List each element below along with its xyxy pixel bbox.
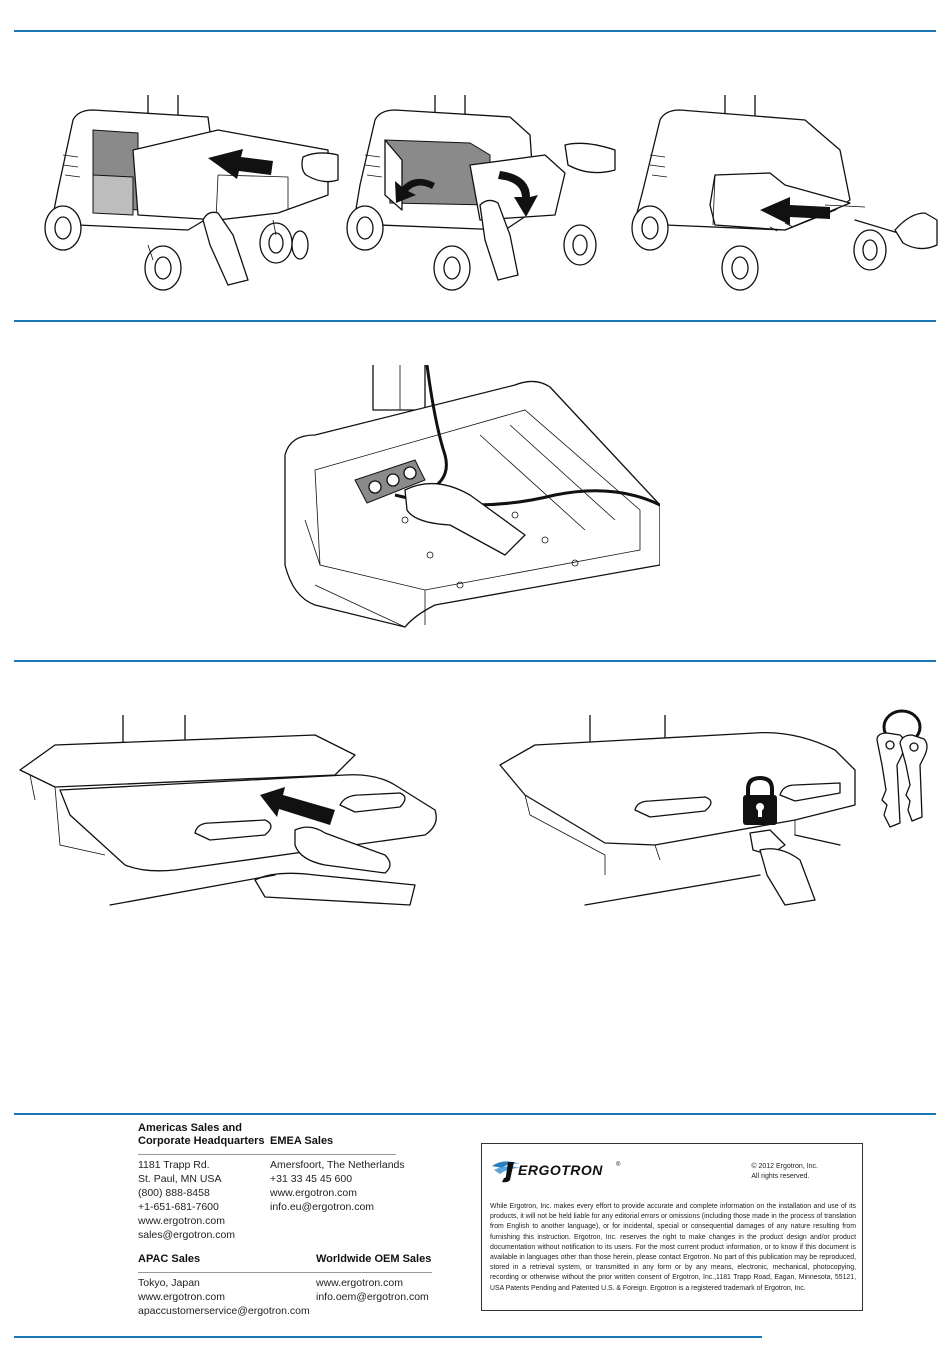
illustration-step1-insert-screws	[625, 95, 940, 300]
copyright: © 2012 Ergotron, Inc. All rights reserve…	[751, 1162, 818, 1182]
contact-divider-top	[138, 1154, 396, 1155]
oem-line: info.oem@ergotron.com	[316, 1291, 429, 1303]
illustration-step2-power-strip	[275, 365, 660, 640]
emea-heading: EMEA Sales	[270, 1135, 334, 1147]
contact-divider-bottom	[138, 1272, 432, 1273]
trademark-symbol: ®	[616, 1162, 621, 1168]
americas-heading-line2: Corporate Headquarters	[138, 1135, 265, 1147]
legal-disclaimer: While Ergotron, Inc. makes every effort …	[490, 1203, 856, 1292]
ergotron-brand-text: ERGOTRON	[518, 1162, 603, 1178]
illustration-step3-lock-tray	[495, 715, 860, 910]
section-rule-footer	[14, 1113, 936, 1115]
keys-icon	[872, 705, 937, 830]
americas-heading-line1: Americas Sales and	[138, 1122, 242, 1134]
section-rule-top	[14, 30, 936, 32]
illustration-step3-slide-tray	[15, 715, 445, 910]
contact-apac: APAC Sales Tokyo, Japan www.ergotron.com…	[138, 1253, 310, 1318]
emea-line: Amersfoort, The Netherlands	[270, 1159, 405, 1171]
americas-line: +1-651-681-7600	[138, 1201, 219, 1213]
section-rule-bottom	[14, 1336, 762, 1338]
contact-emea: EMEA Sales Amersfoort, The Netherlands +…	[270, 1122, 405, 1214]
apac-line: apaccustomerservice@ergotron.com	[138, 1305, 310, 1317]
oem-line: www.ergotron.com	[316, 1277, 403, 1289]
copyright-line2: All rights reserved.	[751, 1173, 810, 1180]
emea-line: +31 33 45 45 600	[270, 1173, 353, 1185]
apac-line: Tokyo, Japan	[138, 1277, 200, 1289]
contact-oem: Worldwide OEM Sales www.ergotron.com inf…	[316, 1253, 431, 1304]
americas-line: www.ergotron.com	[138, 1215, 225, 1227]
oem-heading: Worldwide OEM Sales	[316, 1253, 432, 1265]
americas-line: (800) 888-8458	[138, 1187, 210, 1199]
americas-line: 1181 Trapp Rd.	[138, 1159, 210, 1171]
padlock-icon	[743, 775, 777, 825]
ergotron-logo: ERGOTRON ®	[490, 1156, 620, 1184]
section-rule-2	[14, 320, 936, 322]
apac-line: www.ergotron.com	[138, 1291, 225, 1303]
legal-box: ERGOTRON ® © 2012 Ergotron, Inc. All rig…	[481, 1143, 863, 1311]
illustration-step1-slide-cover	[38, 95, 343, 300]
copyright-line1: © 2012 Ergotron, Inc.	[751, 1163, 818, 1170]
apac-heading: APAC Sales	[138, 1253, 201, 1265]
illustration-step1-fold-cover	[340, 95, 625, 300]
emea-line: www.ergotron.com	[270, 1187, 357, 1199]
emea-line: info.eu@ergotron.com	[270, 1201, 375, 1213]
americas-line: sales@ergotron.com	[138, 1229, 236, 1241]
section-rule-3	[14, 660, 936, 662]
contact-americas: Americas Sales and Corporate Headquarter…	[138, 1122, 265, 1242]
americas-line: St. Paul, MN USA	[138, 1173, 222, 1185]
